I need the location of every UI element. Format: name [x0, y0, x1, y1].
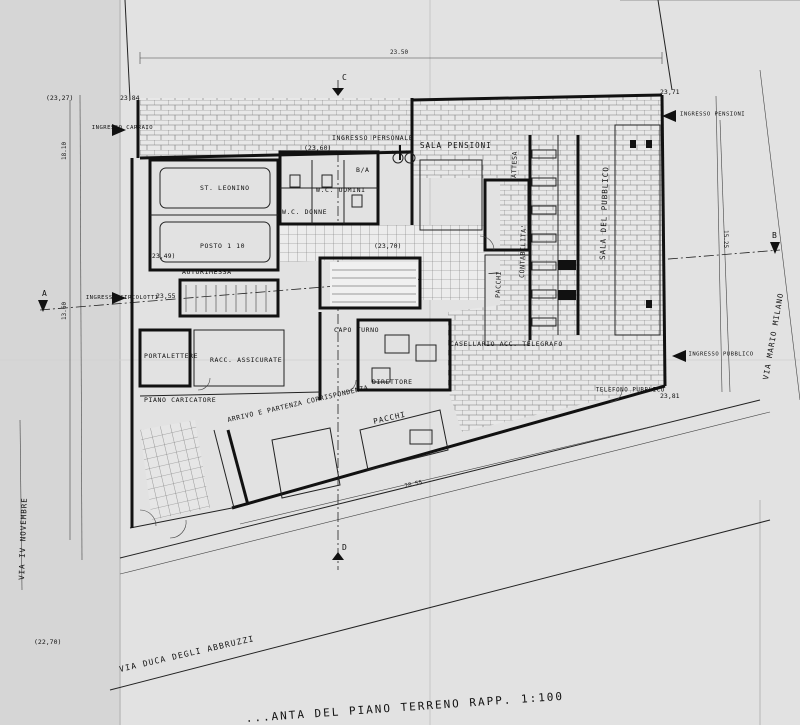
section-a-label: A — [42, 289, 48, 298]
arrow-circolotti — [112, 292, 126, 304]
counter-positions — [531, 140, 652, 327]
label-wc-donne: W.C. DONNE — [282, 208, 327, 216]
furniture — [159, 152, 437, 445]
label-contabilita: CONTABILITA' — [518, 224, 528, 278]
label-pacchi-upper: PACCHI — [494, 271, 503, 298]
label-piano-caricatore: PIANO CARICATORE — [144, 396, 216, 404]
stair-area — [330, 262, 418, 306]
dimension-left-b: 18.10 — [61, 142, 68, 160]
label-ingresso-personale: INGRESSO PERSONALE — [332, 134, 413, 142]
label-capo-turno: CAPO TURNO — [334, 326, 379, 334]
dimension-bottom: 28.55 — [404, 479, 424, 490]
label-ingresso-carraio: INGRESSO CARRAIO — [92, 125, 153, 131]
label-ingresso-pensioni: INGRESSO PENSIONI — [680, 112, 745, 118]
level-marker-7: 23,55 — [156, 292, 176, 300]
label-direttore: DIRETTORE — [372, 378, 413, 386]
level-marker-3: 23,71 — [660, 88, 680, 96]
label-casellario: CASELLARIO ACC. TELEGRAFO — [450, 340, 563, 348]
label-bidelle: B/A — [356, 166, 370, 174]
level-marker-5: (23,70) — [374, 242, 401, 250]
courtyard-paving — [140, 98, 412, 158]
public-hall-paving — [412, 95, 665, 432]
label-sala-pensioni: SALA PENSIONI — [420, 141, 492, 150]
label-telefono: TELEFONO PUBBLICO — [596, 388, 665, 394]
dimension-lines — [69, 52, 723, 540]
loading-deck-paving — [140, 420, 210, 520]
walls — [129, 93, 667, 529]
dimension-left-a: 13.60 — [61, 302, 68, 320]
label-portalettere: PORTALETTERE — [144, 352, 198, 360]
level-marker-2: 23,84 — [120, 94, 140, 102]
door-swings — [139, 235, 623, 539]
entrance-arrows — [112, 110, 686, 362]
arrow-pensioni — [662, 110, 676, 122]
label-autorimessa: AUTORIMESSA — [182, 268, 232, 276]
paper-left-strip — [0, 0, 120, 725]
level-marker-8: 23,81 — [660, 392, 680, 400]
stair-treads — [185, 269, 416, 312]
street-left: VIA IV NOVEMBRE — [17, 497, 29, 580]
label-racc: RACC. ASSICURATE — [210, 356, 282, 364]
dimension-right: 15.25 — [722, 230, 729, 248]
section-b-label: B — [772, 231, 778, 240]
arrow-carraio — [112, 124, 126, 136]
arrow-pubblico — [672, 350, 686, 362]
label-attesa: ATTESA — [510, 151, 519, 178]
dimension-top: 23.50 — [390, 49, 408, 56]
label-ingresso-pubblico: INGRESSO PUBBLICO — [688, 351, 753, 357]
section-c-label: C — [342, 73, 348, 82]
floor-areas — [140, 95, 665, 520]
level-marker-4: (23,60) — [304, 144, 331, 152]
label-furgone-2: POSTO 1 10 — [200, 242, 245, 250]
level-marker-6: (23,49) — [148, 252, 175, 260]
label-ingresso-circolotti: INGRESSO CIRCOLOTTI — [86, 295, 159, 301]
level-marker-9: (22,70) — [34, 638, 61, 646]
section-d-label: D — [342, 543, 348, 552]
corridor-paving — [280, 225, 485, 300]
section-markers — [38, 88, 780, 560]
label-furgone-1: ST. LEONINO — [200, 184, 250, 192]
level-marker-1: (23,27) — [46, 94, 73, 102]
label-wc-uomini: W.C. UOMINI — [316, 186, 366, 194]
label-sala-pubblico: SALA DEL PUBBLICO — [598, 166, 610, 260]
street-lines — [19, 0, 800, 691]
